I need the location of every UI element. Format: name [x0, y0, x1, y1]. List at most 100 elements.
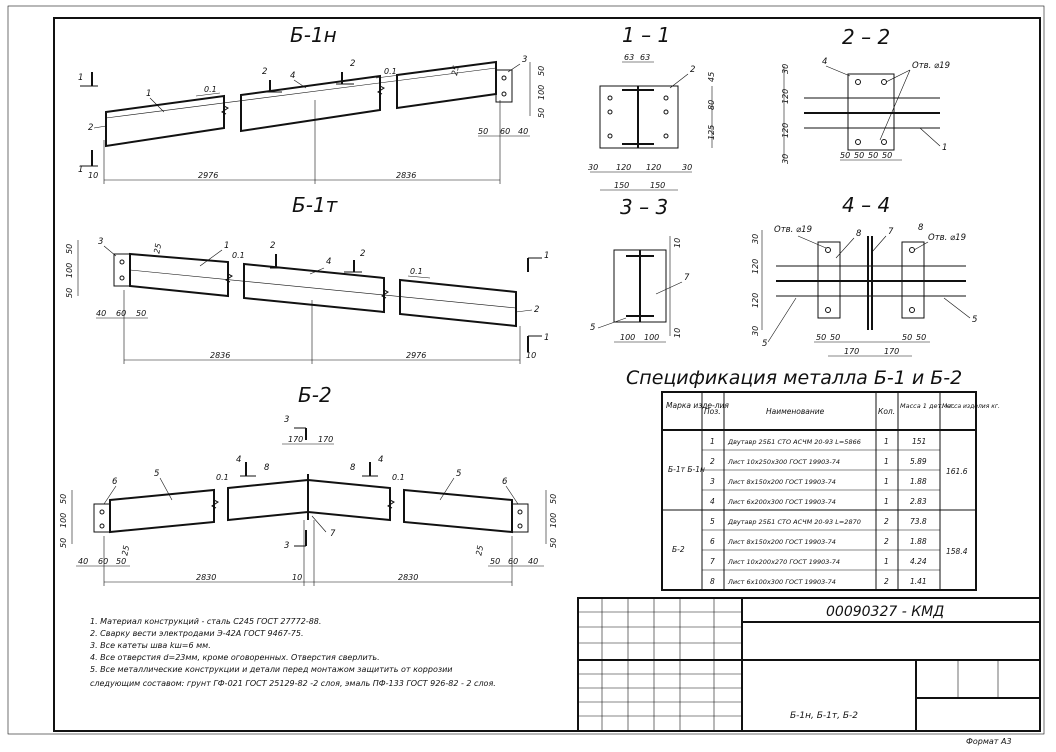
spec-title: Спецификация металла Б-1 и Б-2 [626, 367, 962, 389]
note-line: следующим составом: грунт ГФ-021 ГОСТ 25… [90, 679, 496, 688]
row-pos: 8 [710, 577, 715, 586]
row-name: Лист 10х250х300 ГОСТ 19903-74 [727, 458, 840, 466]
section-1-1: 1 – 1 2 63 63 45 80 125 30 120 120 30 15… [588, 23, 716, 191]
view-title: Б-1т [292, 193, 339, 217]
dim-label: 40 [518, 127, 528, 136]
dim-label: 50 [537, 108, 546, 118]
dim-label: 50 [116, 557, 126, 566]
beam-segment [109, 488, 215, 534]
dim-label: 50 [549, 538, 558, 548]
slope-label: 0.1 [232, 251, 245, 260]
cut-label: 2 [262, 67, 267, 77]
header-mark: Марка изде-лия [666, 401, 729, 410]
note-line: 2. Сварку вести электродами Э-42А ГОСТ 9… [90, 629, 304, 638]
position-label: 7 [330, 529, 336, 539]
cut-label: 2 [360, 249, 365, 259]
sheet-name: Б-1н, Б-1т, Б-2 [790, 711, 858, 721]
cut-label: 3 [284, 415, 289, 425]
hole-label: Отв. ⌀19 [774, 225, 812, 235]
note-line: 5. Все металлические конструкции и детал… [90, 665, 453, 674]
dim-label: 50 [882, 151, 892, 160]
cut-label: 1 [78, 73, 83, 83]
row-mass: 1.88 [910, 477, 927, 486]
title-block: 00090327 - КМД Б-1н, Б-1т, Б-2 [577, 597, 1041, 732]
dim-label: 170 [844, 347, 859, 356]
section-2-2: 2 – 2 4 1 Отв. ⌀19 30 120 120 30 50 50 5… [781, 25, 950, 164]
dim-label: 2976 [406, 351, 426, 360]
dim-label: 100 [549, 513, 558, 528]
row-qty: 2 [884, 517, 889, 526]
dim-label: 50 [537, 66, 546, 76]
dim-label: 120 [781, 123, 790, 138]
position-label: 5 [154, 469, 159, 479]
row-name: Лист 8х150х200 ГОСТ 19903-74 [727, 538, 836, 546]
table-row: 1 Двутавр 25Б1 СТО АСЧМ 20-93 L=5866 1 1… [710, 437, 926, 446]
dim-label: 50 [65, 288, 74, 298]
row-name: Лист 8х150х200 ГОСТ 19903-74 [727, 478, 836, 486]
beam-segment [240, 74, 381, 133]
beam-segment [129, 252, 229, 298]
dim-label: 30 [781, 154, 790, 164]
row-name: Лист 6х200х300 ГОСТ 19903-74 [727, 498, 836, 506]
slope-label: 0.1 [384, 67, 397, 76]
row-mass: 5.89 [910, 457, 927, 466]
row-pos: 2 [710, 457, 715, 466]
dim-label: 50 [549, 494, 558, 504]
dim-label: 120 [781, 89, 790, 104]
row-mass: 1.41 [910, 577, 927, 586]
dim-label: 10 [673, 328, 682, 338]
section-title: 3 – 3 [620, 195, 668, 219]
row-pos: 4 [710, 497, 715, 506]
position-label: 2 [690, 65, 695, 75]
dim-label: 50 [478, 127, 488, 136]
dim-label: 170 [318, 435, 333, 444]
dim-label: 2836 [396, 171, 416, 180]
cut-label: 1 [544, 251, 549, 261]
dim-label: 50 [840, 151, 850, 160]
hole-label: Отв. ⌀19 [928, 233, 966, 243]
header-qty: Кол. [878, 407, 895, 416]
position-label: 5 [972, 315, 977, 325]
dim-label: 25 [450, 65, 461, 77]
row-mass: 1.88 [910, 537, 927, 546]
row-name: Лист 6х100х300 ГОСТ 19903-74 [727, 578, 836, 586]
dim-label: 120 [646, 163, 661, 172]
section-title: 1 – 1 [622, 23, 670, 47]
end-plate [495, 69, 513, 103]
view-title: Б-2 [298, 383, 332, 407]
position-label: 1 [146, 89, 151, 99]
table-row: 3 Лист 8х150х200 ГОСТ 19903-74 1 1.88 [710, 477, 927, 486]
table-row: 6 Лист 8х150х200 ГОСТ 19903-74 2 1.88 [710, 537, 927, 546]
beam-segment [399, 278, 517, 328]
dim-label: 50 [830, 333, 840, 342]
beam-segment [243, 262, 385, 314]
view-b1t: Б-1т 1 1 2 2 3 1 4 2 0.1 0.1 25 [65, 193, 549, 364]
format-label: Формат А3 [966, 737, 1012, 746]
position-label: 5 [762, 339, 767, 349]
row-pos: 6 [710, 537, 715, 546]
position-label: 7 [684, 273, 690, 283]
dim-label: 25 [474, 545, 485, 557]
cut-label: 2 [350, 59, 355, 69]
table-row: 4 Лист 6х200х300 ГОСТ 19903-74 1 2.83 [710, 497, 927, 506]
row-mass: 2.83 [910, 497, 927, 506]
beam-segment [396, 60, 497, 110]
section-title: 4 – 4 [842, 193, 890, 217]
cut-label: 2 [270, 241, 275, 251]
row-qty: 1 [884, 497, 889, 506]
beam-segment [307, 478, 391, 522]
dim-label: 50 [490, 557, 500, 566]
position-label: 8 [264, 463, 270, 473]
dim-label: 40 [528, 557, 538, 566]
header-name: Наименование [766, 407, 825, 416]
end-plate [511, 503, 529, 533]
dim-label: 30 [751, 234, 760, 244]
hole-label: Отв. ⌀19 [912, 61, 950, 71]
dim-label: 10 [673, 238, 682, 248]
dim-label: 150 [614, 181, 629, 190]
end-plate [113, 253, 131, 287]
position-label: 4 [822, 57, 827, 67]
slope-label: 0.1 [410, 267, 423, 276]
dim-label: 100 [620, 333, 635, 342]
table-row: 5 Двутавр 25Б1 СТО АСЧМ 20-93 L=2870 2 7… [710, 517, 927, 526]
